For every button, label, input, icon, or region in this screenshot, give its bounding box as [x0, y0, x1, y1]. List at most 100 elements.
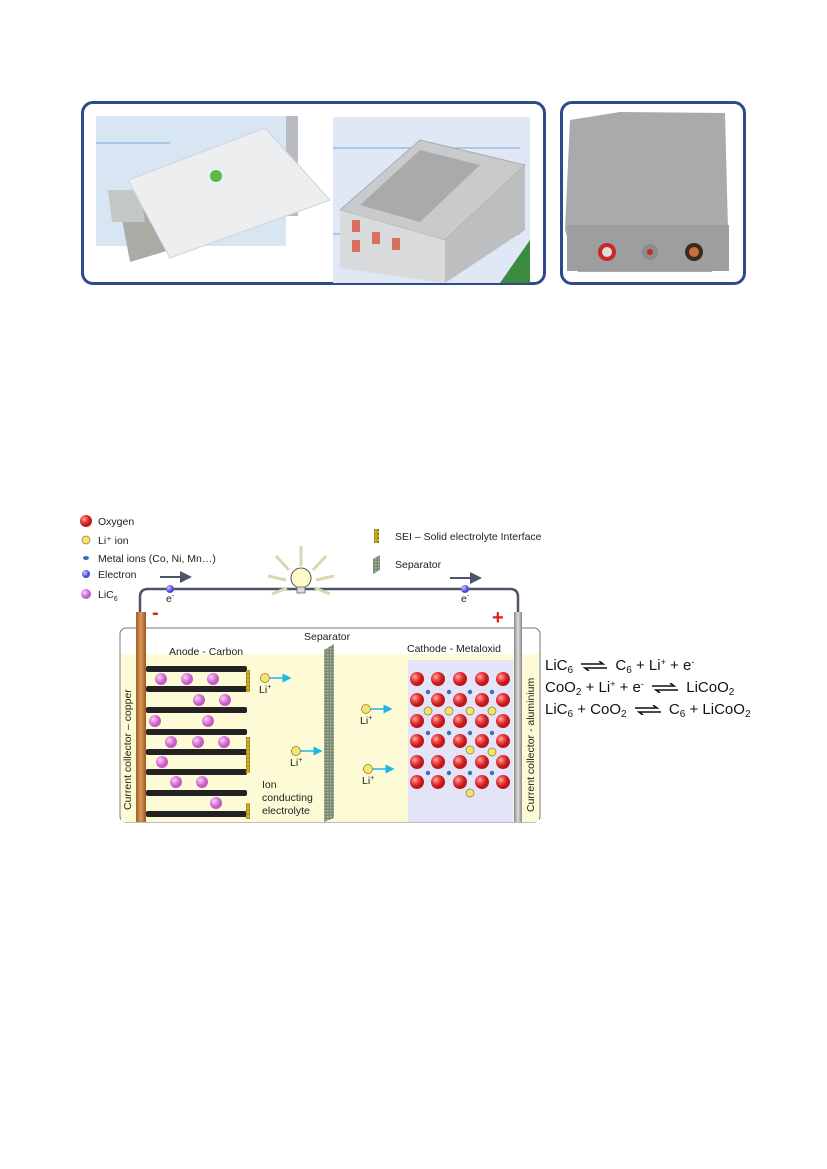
electrolyte-label-line-1: Ion [262, 779, 277, 791]
anode-graphite-layers [146, 666, 247, 817]
legend-electron: Electron [98, 569, 137, 581]
metal-ion [467, 770, 473, 776]
lic6-particle [155, 673, 167, 685]
oxygen-atom [496, 734, 510, 748]
graphite-layer [146, 790, 247, 796]
metal-ion-legend-icon [83, 556, 89, 560]
electron-legend-icon [82, 570, 90, 578]
legend-sei: SEI – Solid electrolyte Interface [395, 531, 542, 543]
equilibrium-arrow-icon [634, 705, 661, 716]
oxygen-atom [475, 714, 489, 728]
lic6-particle [170, 776, 182, 788]
oxygen-atom [410, 672, 424, 686]
legend-li-ion: Li⁺ ion [98, 535, 129, 547]
electron-label-right: e- [461, 593, 470, 605]
sei-layer [246, 737, 250, 773]
metal-ion [446, 689, 452, 695]
separator-legend-icon [373, 555, 380, 574]
lic6-particle [149, 715, 161, 727]
metal-ion [489, 770, 495, 776]
lic6-particle [218, 736, 230, 748]
graphite-layer [146, 811, 247, 817]
metal-ion [446, 730, 452, 736]
graphite-layer [146, 666, 247, 672]
oxygen-atom [453, 672, 467, 686]
li-ion [291, 746, 301, 756]
metal-ion [489, 730, 495, 736]
electron-icon [166, 585, 174, 593]
legend: Oxygen Li⁺ ion Metal ions (Co, Ni, Mn…) … [80, 515, 542, 603]
graphite-layer [146, 686, 247, 692]
separator-label: Separator [304, 631, 351, 643]
li-ion [363, 764, 373, 774]
oxygen-atom [431, 775, 445, 789]
light-bulb-icon [267, 546, 335, 596]
lic6-particle [207, 673, 219, 685]
oxygen-legend-icon [80, 515, 92, 527]
legend-metal-ions: Metal ions (Co, Ni, Mn…) [98, 553, 216, 565]
equilibrium-arrow-icon [652, 683, 679, 694]
copper-current-collector [136, 612, 146, 822]
lic6-particle [181, 673, 193, 685]
sei-legend-icon [374, 529, 379, 543]
electrolyte-label-line-2: conducting [262, 792, 313, 804]
lic6-particle [193, 694, 205, 706]
oxygen-atom [410, 775, 424, 789]
oxygen-atom [453, 734, 467, 748]
li-ion-legend-icon [81, 535, 91, 545]
equation-cathode: CoO2 + Li+ + e- LiCoO2 [545, 679, 735, 698]
graphite-layer [146, 749, 247, 755]
oxygen-atom [453, 775, 467, 789]
oxygen-atom [410, 693, 424, 707]
oxygen-atom [453, 693, 467, 707]
copper-collector-label: Current collector – copper [122, 689, 134, 810]
oxygen-atom [496, 755, 510, 769]
prismatic-cell-photo [565, 112, 729, 272]
electron-label-left: e- [166, 593, 175, 605]
oxygen-atom [410, 714, 424, 728]
oxygen-atom [431, 755, 445, 769]
equation-overall: LiC6 + CoO2 C6 + LiCoO2 [545, 701, 751, 720]
oxygen-atom [475, 775, 489, 789]
logo-icon [210, 170, 222, 182]
oxygen-atom [453, 714, 467, 728]
oxygen-atom [475, 693, 489, 707]
li-ion [465, 706, 475, 716]
positive-terminal-sign: + [492, 607, 504, 629]
li-ion [487, 706, 497, 716]
pouch-cell-photo [96, 116, 331, 262]
equation-anode: LiC6 C6 + Li+ + e- [545, 657, 695, 676]
li-ion [423, 706, 433, 716]
lic6-particle [192, 736, 204, 748]
separator [324, 644, 334, 822]
oxygen-atom [475, 672, 489, 686]
metal-ion [467, 689, 473, 695]
oxygen-atom [496, 672, 510, 686]
oxygen-atom [410, 755, 424, 769]
external-circuit-wire [138, 587, 520, 628]
aluminium-current-collector [514, 612, 522, 822]
graphite-layer [146, 729, 247, 735]
sei-layer [246, 803, 250, 819]
oxygen-atom [431, 672, 445, 686]
oxygen-atom [410, 734, 424, 748]
lic6-particle [196, 776, 208, 788]
graphite-layer [146, 769, 247, 775]
oxygen-atom [431, 693, 445, 707]
lic6-particle [202, 715, 214, 727]
cathode-lattice [410, 672, 510, 798]
oxygen-atom [496, 693, 510, 707]
li-ion [260, 673, 270, 683]
metal-ion [425, 730, 431, 736]
oxygen-atom [431, 714, 445, 728]
metal-ion [467, 730, 473, 736]
cathode-label: Cathode - Metaloxid [407, 643, 501, 655]
electron-icon [461, 585, 469, 593]
lic6-legend-icon [81, 589, 91, 599]
oxygen-atom [453, 755, 467, 769]
lic6-particle [165, 736, 177, 748]
li-ion [465, 745, 475, 755]
oxygen-atom [475, 734, 489, 748]
legend-oxygen: Oxygen [98, 516, 134, 528]
